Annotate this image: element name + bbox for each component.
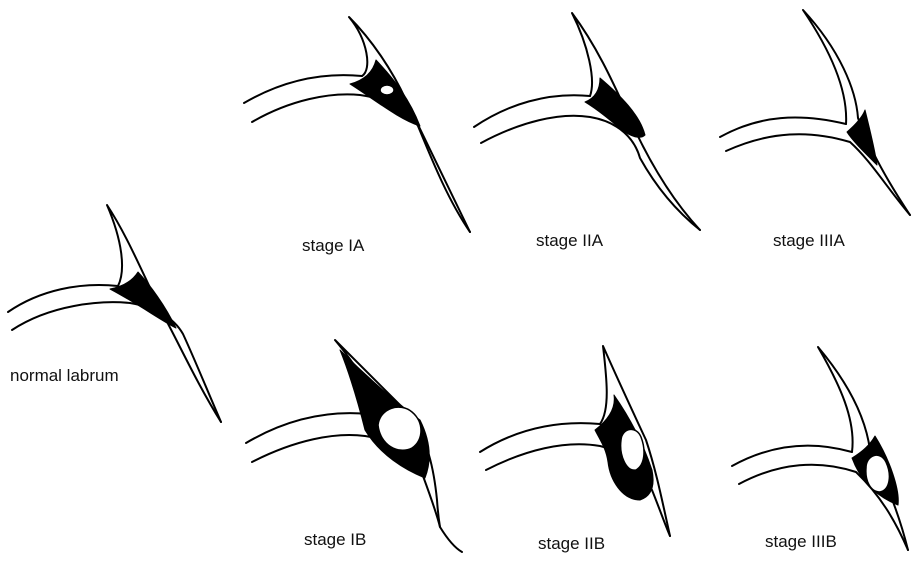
panel-stage-iiib: stage IIIB (732, 347, 908, 551)
stage-iiia-drawing (720, 10, 910, 215)
stage-iib-drawing (480, 346, 670, 536)
stage-iiib-drawing (732, 347, 908, 550)
label-stage-ia: stage IA (302, 236, 365, 255)
stage-ib-drawing (246, 340, 462, 552)
panel-stage-iia: stage IIA (474, 13, 700, 250)
label-stage-ib: stage IB (304, 530, 366, 549)
panel-stage-ib: stage IB (246, 340, 462, 552)
label-stage-iia: stage IIA (536, 231, 604, 250)
panel-stage-ia: stage IA (244, 17, 470, 255)
panel-normal-labrum: normal labrum (8, 205, 221, 422)
label-stage-iiia: stage IIIA (773, 231, 845, 250)
label-stage-iiib: stage IIIB (765, 532, 837, 551)
panel-stage-iib: stage IIB (480, 346, 670, 553)
label-stage-iib: stage IIB (538, 534, 605, 553)
panel-stage-iiia: stage IIIA (720, 10, 910, 250)
label-normal-labrum: normal labrum (10, 366, 119, 385)
stage-ia-drawing (244, 17, 470, 232)
normal-labrum-drawing (8, 205, 221, 422)
stage-iia-drawing (474, 13, 700, 230)
